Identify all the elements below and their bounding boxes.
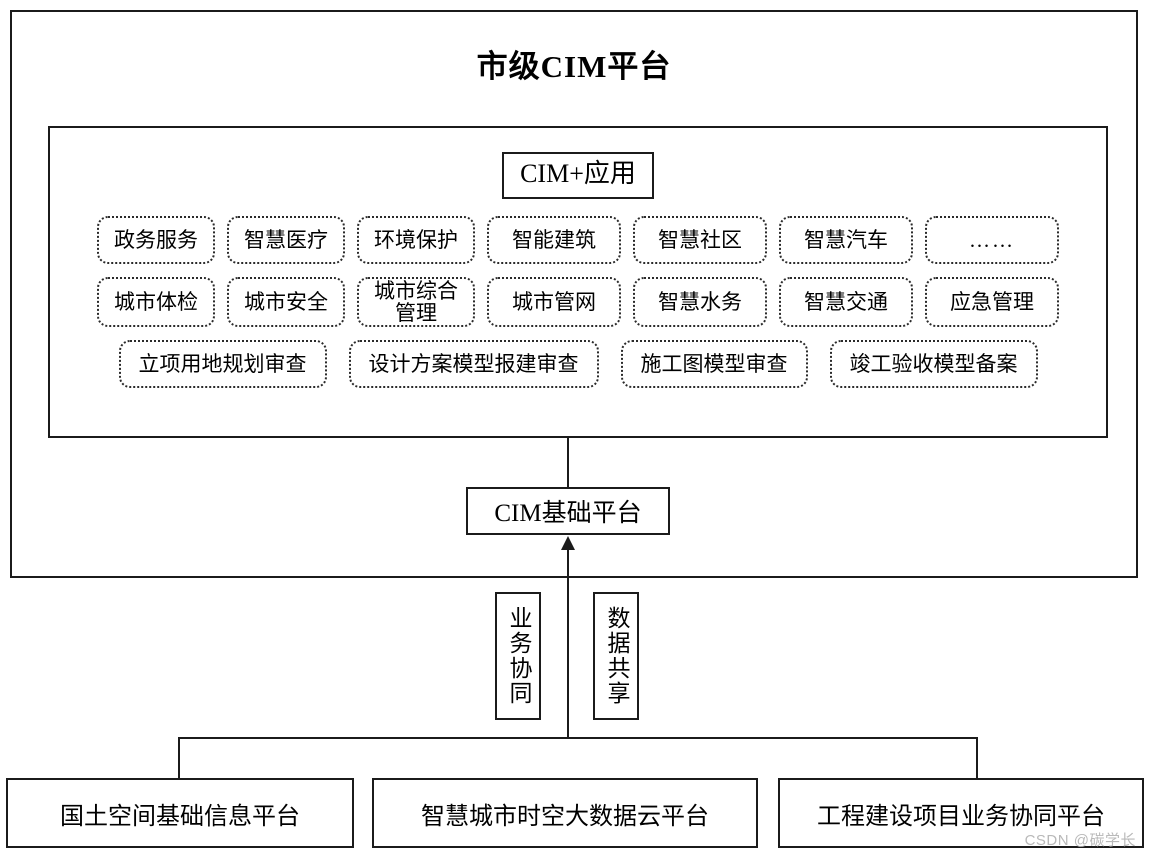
- cim-plus-application-panel: CIM+应用 政务服务 智慧医疗 环境保护 智能建筑 智慧社区 智慧汽车 …… …: [48, 126, 1108, 438]
- app-chip-zhihuiyiliao[interactable]: 智慧医疗: [227, 216, 345, 264]
- relation-label-box-data-sharing: 数据共享: [593, 592, 639, 720]
- connector-horizontal-bus: [178, 737, 978, 739]
- watermark: CSDN @碳学长: [1024, 832, 1136, 849]
- page-title: 市级CIM平台: [476, 49, 672, 84]
- relation-label-business-collaboration: 业务协同: [506, 606, 531, 706]
- applications-row-3: 立项用地规划审查 设计方案模型报建审查 施工图模型审查 竣工验收模型备案: [50, 340, 1106, 388]
- app-chip-zhihuiqiche[interactable]: 智慧汽车: [779, 216, 913, 264]
- app-chip-more-ellipsis[interactable]: ……: [925, 216, 1059, 264]
- app-chip-lixiangyongdiguihuashencha[interactable]: 立项用地规划审查: [118, 340, 327, 388]
- app-chip-zhinengjianzhu[interactable]: 智能建筑: [487, 216, 621, 264]
- connector-bus-to-platform-3: [976, 737, 978, 778]
- app-chip-chengshitijian[interactable]: 城市体检: [97, 277, 215, 327]
- app-chip-zhengwufuwu[interactable]: 政务服务: [97, 216, 215, 264]
- app-chip-zhihuijiaotong[interactable]: 智慧交通: [779, 277, 913, 327]
- app-chip-zhihuishequ[interactable]: 智慧社区: [633, 216, 767, 264]
- relation-label-box-business-collaboration: 业务协同: [495, 592, 541, 720]
- applications-row-1: 政务服务 智慧医疗 环境保护 智能建筑 智慧社区 智慧汽车 ……: [50, 216, 1106, 264]
- app-chip-shigongtumoxingshencha[interactable]: 施工图模型审查: [620, 340, 808, 388]
- bottom-platform-land-space-info: 国土空间基础信息平台: [6, 778, 354, 848]
- cim-plus-heading-box: CIM+应用: [502, 152, 654, 199]
- bottom-platform-smart-city-spatiotemporal-bigdata-cloud: 智慧城市时空大数据云平台: [372, 778, 758, 848]
- app-chip-zhihuishuiwu[interactable]: 智慧水务: [633, 277, 767, 327]
- bottom-platform-construction-project-business-collaboration: 工程建设项目业务协同平台: [778, 778, 1144, 848]
- relation-label-data-sharing: 数据共享: [604, 606, 629, 706]
- connector-bus-to-base: [567, 549, 569, 737]
- app-chip-chengshizongheguanli[interactable]: 城市综合管理: [357, 277, 475, 327]
- app-chip-yingjiguanli[interactable]: 应急管理: [925, 277, 1059, 327]
- app-chip-chengshianquan[interactable]: 城市安全: [227, 277, 345, 327]
- application-rows: 政务服务 智慧医疗 环境保护 智能建筑 智慧社区 智慧汽车 …… 城市体检 城市…: [50, 216, 1106, 388]
- connector-panel-to-base: [567, 438, 569, 487]
- app-chip-jungongyanshoumoxingbeian[interactable]: 竣工验收模型备案: [829, 340, 1038, 388]
- arrow-up-icon: [561, 536, 575, 550]
- panel-heading: CIM+应用: [50, 152, 1106, 199]
- cim-base-platform-box: CIM基础平台: [466, 487, 670, 535]
- applications-row-2: 城市体检 城市安全 城市综合管理 城市管网 智慧水务 智慧交通 应急管理: [50, 277, 1106, 327]
- connector-bus-to-platform-1: [178, 737, 180, 778]
- app-chip-huanjingbaohu[interactable]: 环境保护: [357, 216, 475, 264]
- app-chip-chengshiguanwang[interactable]: 城市管网: [487, 277, 621, 327]
- app-chip-shejifanganmoxingbaojianshencha[interactable]: 设计方案模型报建审查: [348, 340, 599, 388]
